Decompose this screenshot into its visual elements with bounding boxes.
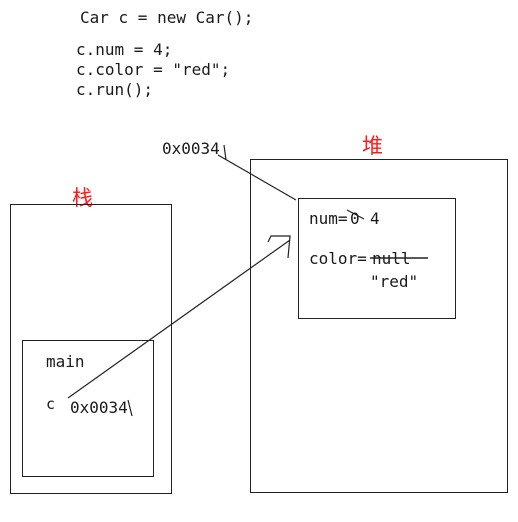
field-color-label: color= [309,249,367,268]
field-num-new-value: 4 [370,209,380,228]
field-num-label: num= [309,209,348,228]
heap-address: 0x0034 [162,139,220,158]
heap-box [250,159,508,493]
code-line-2: c.num = 4; [76,40,173,59]
stack-var-name: c [46,395,56,413]
main-frame-box [22,340,154,477]
address-pointer-line [217,154,297,201]
code-line-3: c.color = "red"; [76,60,231,79]
stack-value-tick [127,399,133,417]
main-frame-label: main [46,352,85,371]
car-object-box [298,198,456,319]
reference-arrow-head [267,235,291,259]
field-num-old-value: 0 [350,209,360,228]
num-strikethrough [346,209,365,220]
stack-box [10,204,172,494]
heap-title: 堆 [362,134,383,158]
field-color-new-value: "red" [370,272,419,291]
reference-arrow-line [67,239,291,399]
code-line-4: c.run(); [76,80,154,99]
code-line-1: Car c = new Car(); [80,8,254,27]
address-tick [223,144,227,161]
stack-var-value: 0x0034 [70,398,128,417]
